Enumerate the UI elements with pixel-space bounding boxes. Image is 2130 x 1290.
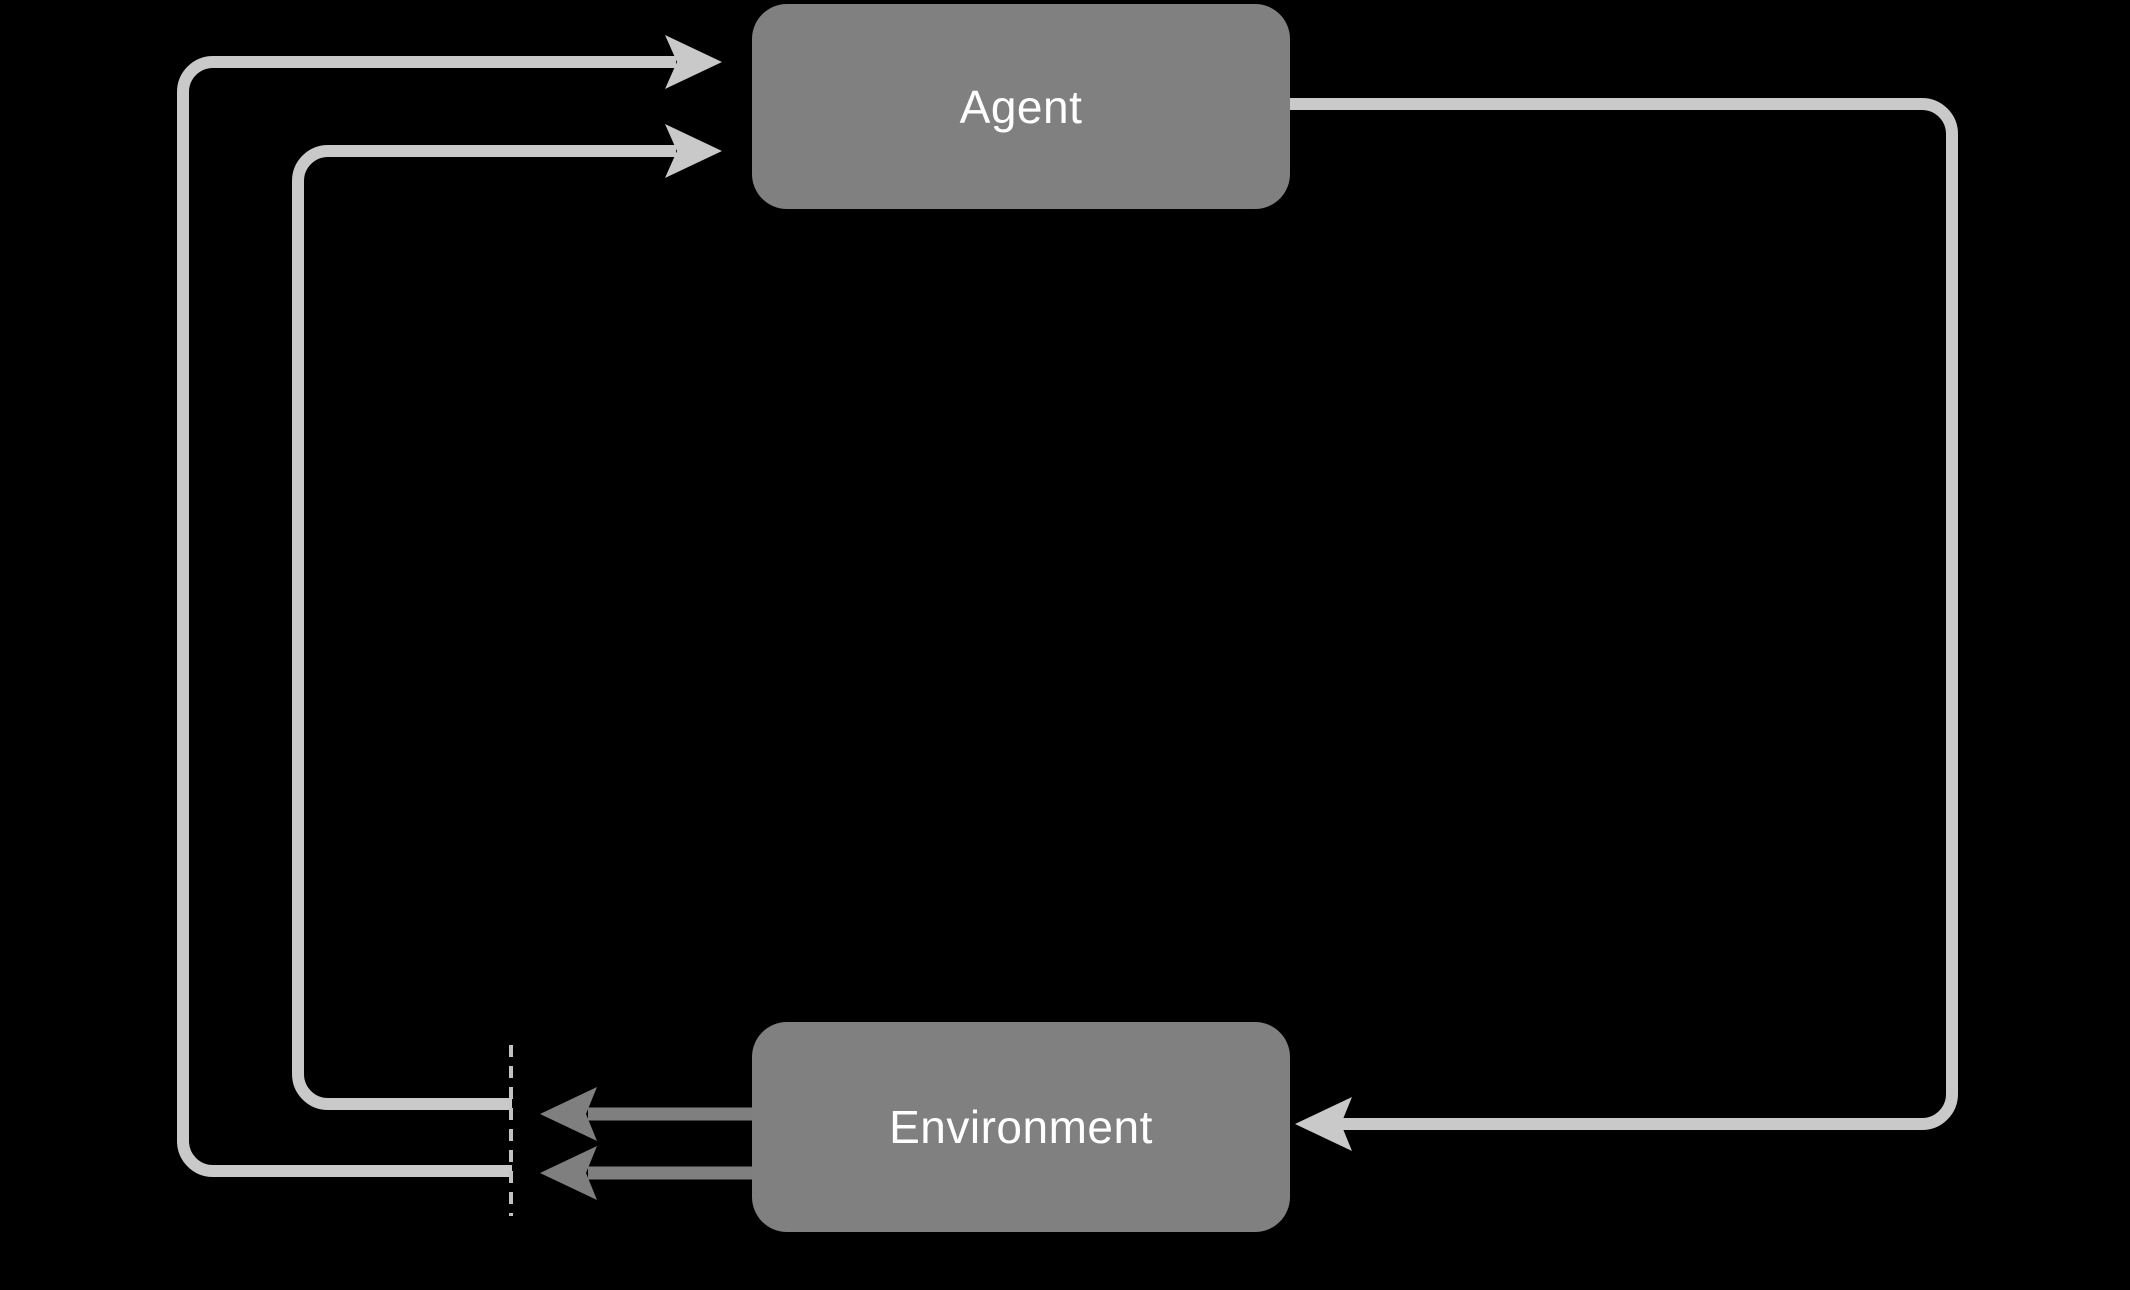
- env-to-agent-outer-line: [177, 56, 676, 1177]
- env-input-arrowhead: [1295, 1097, 1352, 1151]
- environment-node: Environment: [752, 1022, 1290, 1232]
- env-output-arrowhead-upper: [540, 1087, 597, 1141]
- environment-label: Environment: [889, 1101, 1153, 1153]
- env-to-agent-inner-line: [292, 145, 676, 1110]
- agent-label: Agent: [959, 80, 1083, 133]
- agent-to-env-line: [1290, 98, 1958, 1130]
- env-output-arrowhead-lower: [540, 1146, 597, 1200]
- agent-input-arrowhead-lower: [665, 124, 722, 178]
- agent-input-arrowhead-upper: [665, 35, 722, 89]
- agent-node: Agent: [752, 4, 1290, 209]
